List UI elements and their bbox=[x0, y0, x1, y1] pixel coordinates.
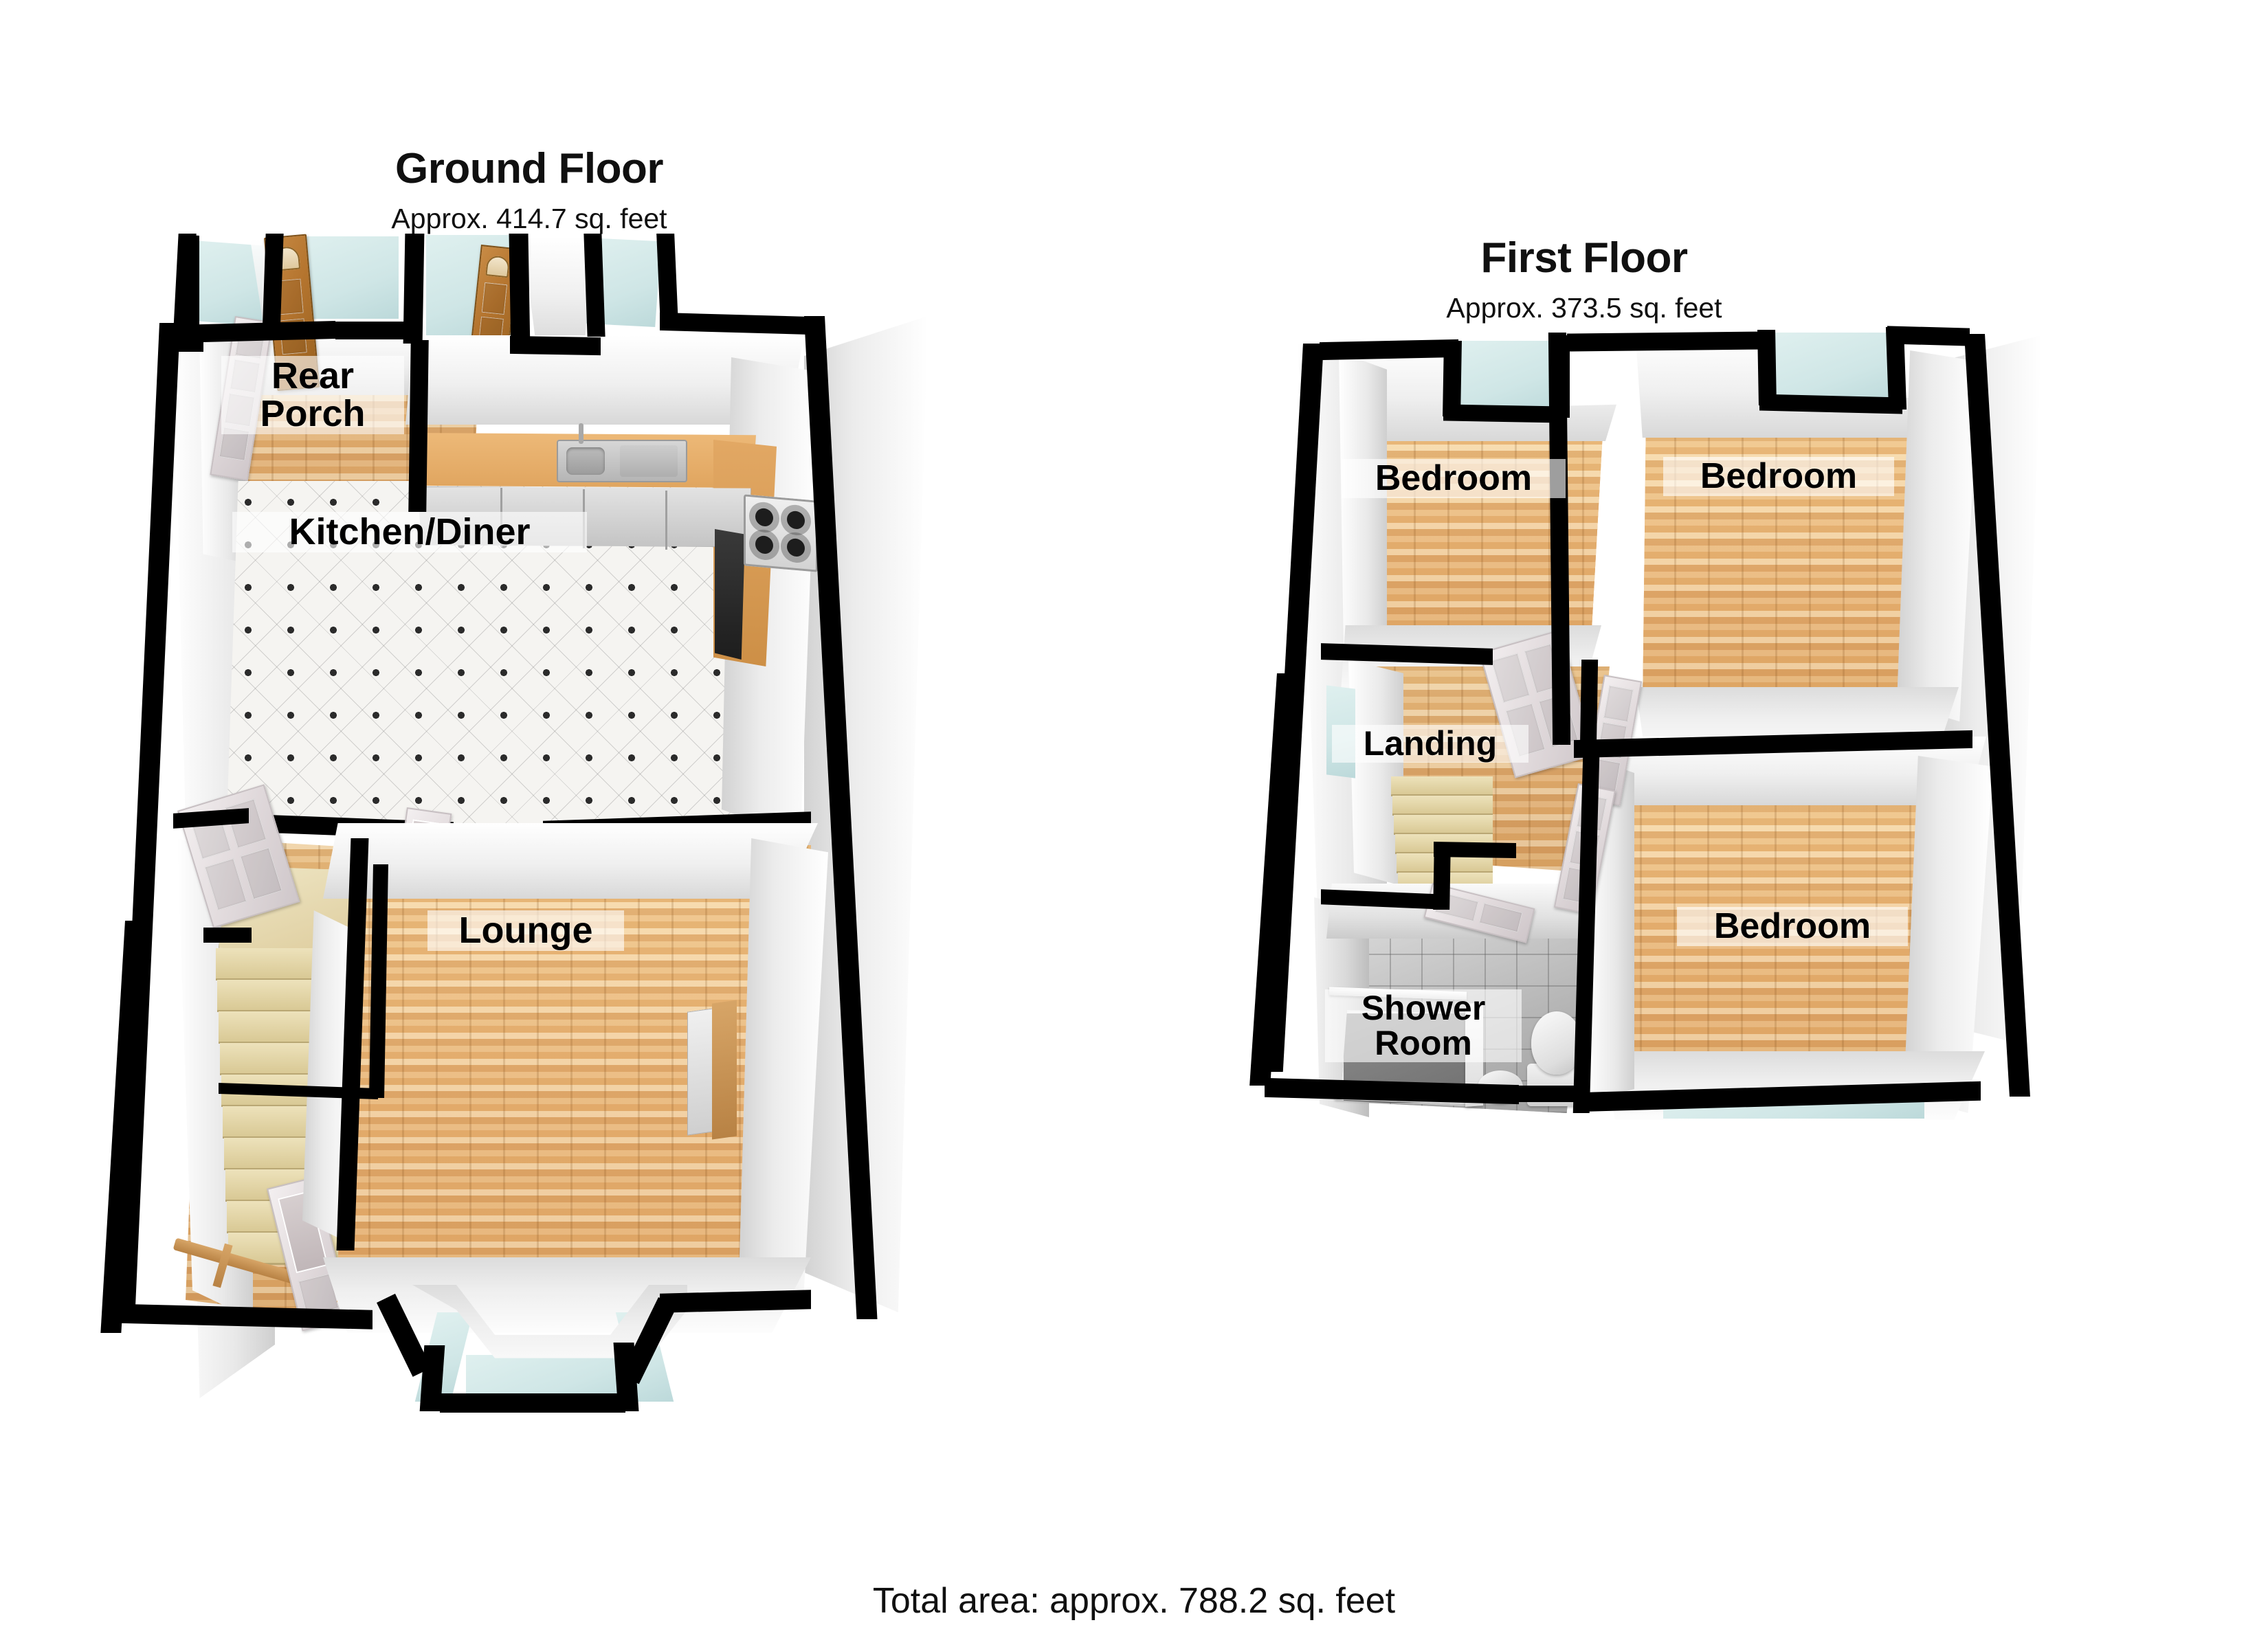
gas-hob bbox=[744, 494, 818, 572]
ff-wall-shower-top bbox=[1434, 841, 1516, 859]
first-floor-area: Approx. 373.5 sq. feet bbox=[1446, 292, 1722, 324]
wall-hall-stairs-top bbox=[203, 928, 252, 943]
ff-outer-wall-top-left bbox=[1320, 339, 1458, 361]
landing-left-wall bbox=[1348, 660, 1403, 886]
room-label-bedroom-1: Bedroom bbox=[1342, 459, 1566, 499]
outer-wall-top-right bbox=[660, 312, 812, 335]
bedroom-2-window bbox=[1770, 333, 1894, 404]
bay-wall-front bbox=[440, 1393, 625, 1413]
lounge-radiator bbox=[687, 1008, 713, 1136]
oven-appliance bbox=[715, 529, 745, 660]
room-label-landing: Landing bbox=[1332, 725, 1528, 763]
lounge-top-wall bbox=[323, 823, 818, 899]
wall-porch-kitchen bbox=[408, 340, 429, 512]
ground-floor-area: Approx. 414.7 sq. feet bbox=[391, 203, 667, 234]
room-label-lounge: Lounge bbox=[427, 910, 624, 952]
wall-porch-bottom bbox=[176, 338, 203, 352]
porch-wall-top-seg bbox=[335, 322, 418, 339]
outer-wall-vert-f bbox=[656, 234, 678, 323]
first-floor-title: First Floor bbox=[1480, 234, 1688, 282]
entrance-window-mid bbox=[296, 236, 399, 319]
bedroom-1-left-wall bbox=[1339, 352, 1387, 647]
entrance-wall-top-seg bbox=[510, 335, 601, 356]
porch-window-left bbox=[194, 240, 263, 326]
room-label-kitchen-diner: Kitchen/Diner bbox=[232, 512, 587, 553]
porch-wall-vert-b bbox=[262, 234, 284, 338]
toilet-bowl bbox=[1531, 1011, 1582, 1075]
ff-window-sill-b bbox=[1759, 394, 1902, 414]
outer-wall-bottom-right bbox=[660, 1290, 811, 1313]
hob-burner bbox=[787, 537, 805, 558]
lounge-shelf bbox=[712, 1000, 737, 1140]
kitchen-sink bbox=[557, 440, 687, 482]
bedroom-1-window bbox=[1454, 341, 1557, 414]
ff-wall-landing-right bbox=[1579, 660, 1599, 749]
ground-floor-plan: Rear Porch Kitchen/Diner Lounge bbox=[0, 234, 1100, 1415]
hob-burner bbox=[755, 535, 773, 555]
total-area-text: Total area: approx. 788.2 sq. feet bbox=[872, 1581, 1396, 1621]
ff-outer-wall-top-mid bbox=[1567, 331, 1766, 352]
ff-outer-wall-top-right bbox=[1887, 326, 1970, 346]
room-label-bedroom-3: Bedroom bbox=[1677, 907, 1908, 947]
hob-burner bbox=[787, 510, 805, 530]
entrance-wall-vert-d bbox=[509, 234, 531, 350]
first-floor-plan: Bedroom Bedroom Bedroom Landing Shower R… bbox=[1168, 302, 2268, 1374]
room-label-rear-porch: Rear Porch bbox=[221, 356, 404, 435]
right-window-reveal bbox=[522, 236, 594, 339]
cabinet-divider-3 bbox=[665, 491, 667, 550]
ground-floor-title: Ground Floor bbox=[394, 145, 664, 192]
entrance-wall-vert-e bbox=[583, 234, 605, 337]
ff-bottom-step bbox=[1511, 1086, 1586, 1102]
room-label-shower-room: Shower Room bbox=[1325, 989, 1522, 1062]
room-label-bedroom-2: Bedroom bbox=[1663, 457, 1894, 497]
hob-burner bbox=[755, 507, 773, 528]
kitchen-tap bbox=[579, 423, 583, 444]
